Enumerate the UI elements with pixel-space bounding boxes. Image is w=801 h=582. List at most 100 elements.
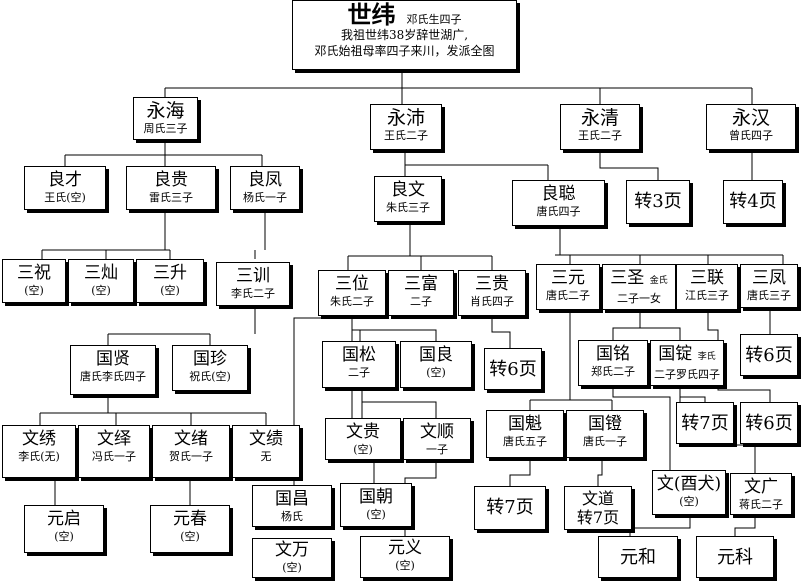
node-detail: 唐氏一子 — [583, 435, 627, 448]
node-detail: (空) — [366, 508, 386, 521]
node-gen1-永汉: 永汉 曾氏四子 — [706, 104, 796, 150]
node-detail: 唐氏五子 — [503, 435, 547, 448]
node-detail: 雷氏三子 — [149, 191, 193, 204]
node-name: 良聪 — [541, 184, 576, 204]
node-name: 三元 — [551, 268, 585, 288]
node-name: 文绎 — [97, 429, 131, 449]
node-detail: 无 — [260, 450, 272, 463]
node-gen3-三贵: 三贵 肖氏四子 — [458, 270, 526, 316]
node-detail: 王氏二子 — [578, 129, 622, 142]
ref-label: 转3页 — [634, 191, 682, 212]
node-gen4-国松: 国松 二子 — [322, 341, 396, 388]
page-ref-7-a: 转7页 — [676, 402, 734, 444]
ref-label: 转7页 — [681, 413, 729, 434]
node-gen5-文酉犬: 文(酉犬) (空) — [652, 470, 726, 515]
node-name: 文绩 — [249, 429, 283, 449]
node-gen2-良贵: 良贵 雷氏三子 — [126, 166, 216, 210]
node-name: 良凤 — [248, 170, 282, 190]
ref-label: 转4页 — [729, 191, 777, 212]
node-name: 文顺 — [420, 422, 454, 442]
node-detail: 唐氏二子 — [546, 289, 590, 302]
node-name: 永清 — [580, 107, 619, 129]
page-ref-7-b: 转7页 — [474, 486, 546, 530]
node-name: 永沛 — [386, 107, 425, 129]
node-gen3-三训: 三训 李氏二子 — [216, 262, 290, 306]
node-name: 永海 — [146, 100, 185, 122]
node-detail: 转7页 — [576, 508, 620, 527]
node-detail: 曾氏四子 — [729, 129, 773, 142]
node-detail: 朱氏三子 — [386, 201, 430, 214]
node-gen6-元春: 元春 (空) — [150, 505, 230, 553]
node-detail: 杨氏 — [281, 510, 303, 523]
node-name: 元和 — [620, 547, 656, 568]
node-detail: 郑氏二子 — [591, 365, 635, 378]
page-ref-6-c: 转6页 — [740, 402, 798, 444]
node-detail: 王氏二子 — [384, 129, 428, 142]
node-detail: 祝氏(空) — [189, 370, 231, 383]
page-ref-3: 转3页 — [626, 180, 690, 224]
node-detail: 贺氏一子 — [169, 450, 213, 463]
root-ancestor-box: 世纬 邓氏生四子 我祖世纬38岁辞世湖广, 邓氏始祖母率四子来川，发派全图 — [292, 0, 517, 70]
node-name: 国昌 — [275, 489, 309, 509]
node-detail: (空) — [395, 559, 415, 572]
node-gen3-三祝: 三祝 (空) — [2, 259, 66, 303]
node-detail: 一子 — [426, 443, 448, 456]
node-gen4-国魁: 国魁 唐氏五子 — [486, 410, 564, 458]
node-name: 良才 — [48, 170, 82, 190]
node-gen2-良文: 良文 朱氏三子 — [374, 176, 442, 222]
node-name: 三富 — [404, 274, 438, 294]
node-detail: 唐氏四子 — [536, 205, 581, 218]
node-detail: 杨氏一子 — [243, 191, 287, 204]
node-name-text: 三圣 — [610, 268, 645, 288]
node-gen4-国镫: 国镫 唐氏一子 — [566, 410, 644, 458]
node-name: 元春 — [173, 509, 207, 529]
node-gen4-国良: 国良 (空) — [400, 341, 472, 388]
node-name: 国松 — [342, 345, 376, 365]
node-name: 三升 — [153, 263, 187, 283]
node-name: 国朝 — [359, 487, 393, 507]
node-detail: (空) — [353, 443, 373, 456]
node-detail: (空) — [679, 495, 699, 508]
node-detail: 唐氏李氏四子 — [80, 370, 146, 383]
node-detail: (空) — [180, 530, 200, 543]
node-detail: 蒋氏二子 — [739, 498, 783, 511]
node-name: 文万 — [275, 540, 309, 560]
node-gen4-国珍: 国珍 祝氏(空) — [172, 345, 248, 391]
node-name: 国锭 李氏 — [651, 344, 723, 368]
node-detail: 江氏三子 — [685, 289, 729, 302]
node-name: 国铭 — [596, 344, 630, 364]
node-name: 世纬 — [347, 0, 396, 29]
node-name: 文绪 — [174, 429, 208, 449]
node-name: 文绣 — [22, 429, 56, 449]
node-gen6-元科: 元科 — [696, 536, 774, 578]
node-gen5-文绩: 文绩 无 — [232, 425, 300, 478]
node-gen3-三富: 三富 二子 — [388, 270, 454, 316]
page-ref-6-a: 转6页 — [484, 348, 542, 390]
node-gen5-文广: 文广 蒋氏二子 — [730, 473, 792, 515]
root-line-2: 邓氏始祖母率四子来川，发派全图 — [314, 44, 495, 58]
node-gen4-国铭: 国铭 郑氏二子 — [578, 340, 648, 386]
node-detail: 肖氏四子 — [470, 295, 514, 308]
node-detail: 冯氏一子 — [92, 450, 136, 463]
node-gen2-良聪: 良聪 唐氏四子 — [512, 180, 605, 226]
node-detail: (空) — [426, 366, 446, 379]
node-name: 国魁 — [508, 414, 542, 434]
node-note: 李氏 — [697, 352, 716, 362]
node-detail: (空) — [282, 561, 302, 574]
node-gen5-文绣: 文绣 李氏(无) — [2, 425, 76, 478]
node-gen4-国昌: 国昌 杨氏 — [252, 485, 332, 527]
node-name: 文贵 — [346, 422, 380, 442]
node-gen3-三升: 三升 (空) — [136, 259, 204, 303]
node-name: 三贵 — [475, 274, 509, 294]
node-detail: 二子一女 — [617, 292, 661, 305]
node-gen3-三元: 三元 唐氏二子 — [536, 264, 600, 310]
page-ref-4: 转4页 — [723, 180, 783, 224]
node-name: 文广 — [744, 477, 778, 497]
node-detail: 李氏二子 — [231, 287, 275, 300]
node-gen6-元义: 元义 (空) — [360, 536, 450, 578]
node-gen4-国朝: 国朝 (空) — [340, 483, 412, 527]
ref-label: 转6页 — [745, 413, 793, 434]
node-detail: 王氏(空) — [44, 191, 86, 204]
node-note: 金氏 — [649, 276, 668, 286]
node-gen3-三圣: 三圣 金氏 二子一女 — [602, 264, 676, 310]
